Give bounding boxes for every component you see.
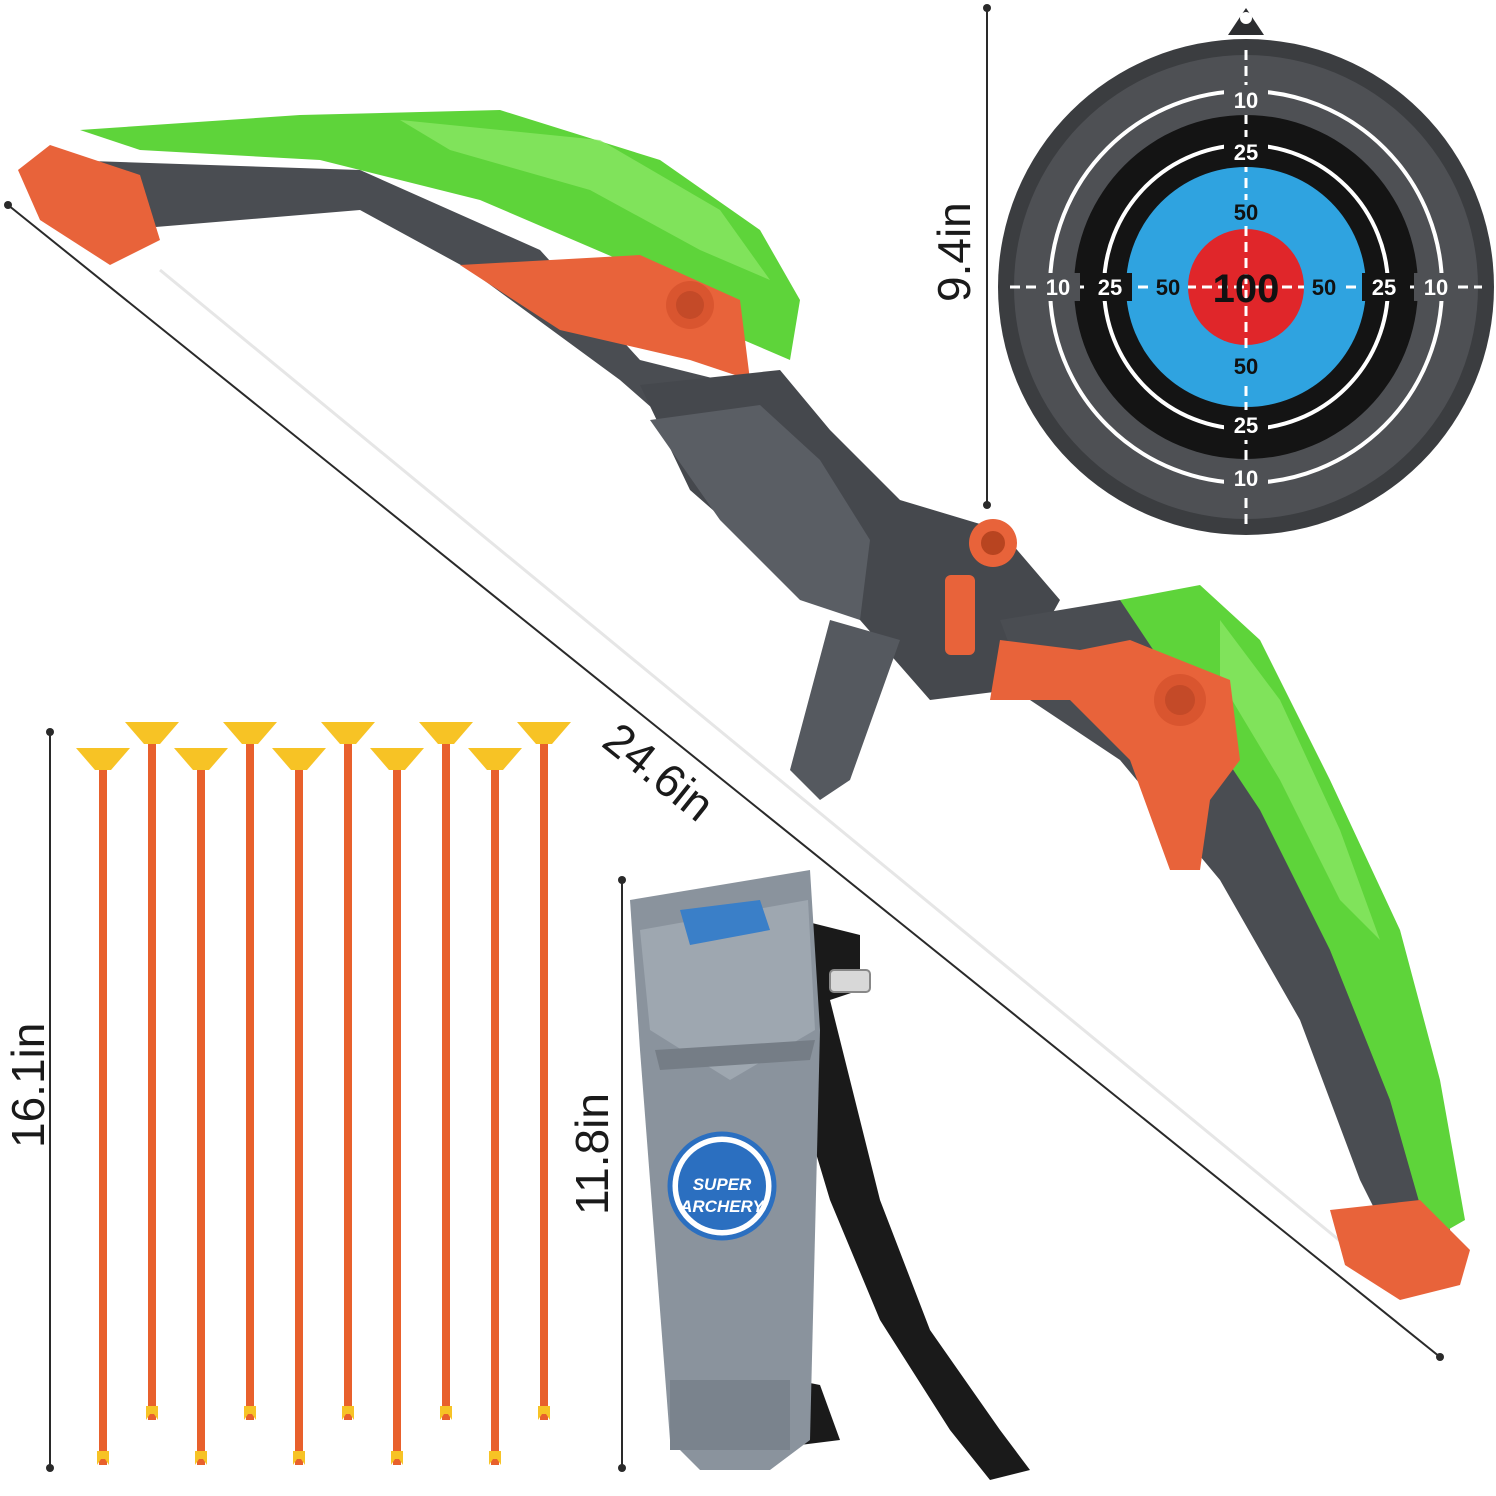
target-label-top-25: 25 — [1234, 140, 1258, 165]
arrow-set — [76, 722, 571, 1465]
upper-tip — [18, 145, 160, 265]
lower-tip — [1330, 1200, 1470, 1300]
arrow — [321, 722, 375, 1420]
arrow — [125, 722, 179, 1420]
arrow — [419, 722, 473, 1420]
bow — [18, 110, 1470, 1300]
target-label-right-25: 25 — [1372, 275, 1396, 300]
arrow — [517, 722, 571, 1420]
target-height-label: 9.4in — [928, 202, 980, 302]
target-label-bottom-25: 25 — [1234, 413, 1258, 438]
target-label-bottom-50: 50 — [1234, 354, 1258, 379]
quiver-badge-line2: ARCHERY — [679, 1197, 765, 1216]
target: 10 25 50 50 25 10 10 25 50 100 50 25 10 — [998, 8, 1494, 535]
arrow — [223, 722, 277, 1420]
target-label-top-10: 10 — [1234, 88, 1258, 113]
arrow-length-label: 16.1in — [2, 1023, 54, 1148]
arrow — [76, 748, 130, 1465]
target-label-top-50: 50 — [1234, 200, 1258, 225]
target-bullseye-label: 100 — [1213, 267, 1280, 311]
arrow — [174, 748, 228, 1465]
quiver: SUPER ARCHERY — [630, 870, 1030, 1480]
arrow-dimension: 16.1in — [2, 728, 54, 1472]
bow-string — [159, 268, 1346, 1247]
bow-length-label: 24.6in — [594, 712, 724, 831]
quiver-strap — [800, 920, 1030, 1480]
target-bullseye — [1188, 229, 1304, 345]
arrow — [468, 748, 522, 1465]
quiver-badge-line1: SUPER — [693, 1175, 752, 1194]
quiver-dimension: 11.8in — [566, 876, 626, 1472]
quiver-height-label: 11.8in — [566, 1093, 618, 1215]
target-label-left-10: 10 — [1046, 275, 1070, 300]
target-label-left-50: 50 — [1156, 275, 1180, 300]
target-label-bottom-10: 10 — [1234, 466, 1258, 491]
target-label-right-50: 50 — [1312, 275, 1336, 300]
target-label-right-10: 10 — [1424, 275, 1448, 300]
grip — [650, 405, 870, 620]
arrow-rest — [790, 620, 900, 800]
target-label-left-25: 25 — [1098, 275, 1122, 300]
lower-limb — [1000, 600, 1450, 1260]
arrow — [272, 748, 326, 1465]
target-dimension: 9.4in — [928, 4, 991, 509]
arrow — [370, 748, 424, 1465]
